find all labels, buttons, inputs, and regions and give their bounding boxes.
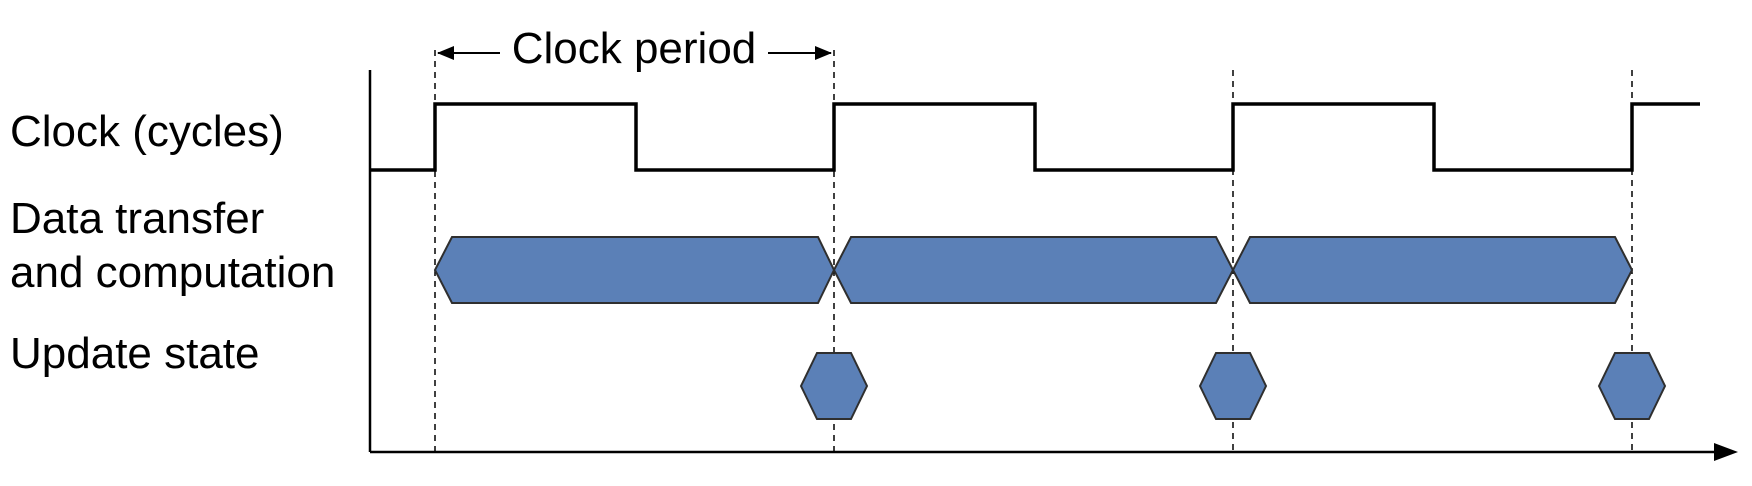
row-label-update-state: Update state bbox=[10, 329, 260, 378]
data-transfer-block bbox=[832, 236, 1235, 304]
data-transfer-block bbox=[1231, 236, 1634, 304]
clock-period-arrowhead-right bbox=[815, 46, 832, 60]
row-label-data-transfer-line2: and computation bbox=[10, 248, 336, 297]
clock-period-label: Clock period bbox=[512, 24, 757, 73]
data-transfer-block bbox=[433, 236, 836, 304]
update-state-marker bbox=[1198, 352, 1268, 420]
clock-waveform bbox=[370, 102, 1700, 172]
row-label-clock: Clock (cycles) bbox=[10, 107, 284, 156]
clock-period-arrowhead-left bbox=[437, 46, 454, 60]
row-label-data-transfer-line1: Data transfer bbox=[10, 194, 265, 243]
time-axis-arrowhead bbox=[1714, 443, 1738, 461]
update-state-marker bbox=[799, 352, 869, 420]
update-state-marker bbox=[1597, 352, 1667, 420]
